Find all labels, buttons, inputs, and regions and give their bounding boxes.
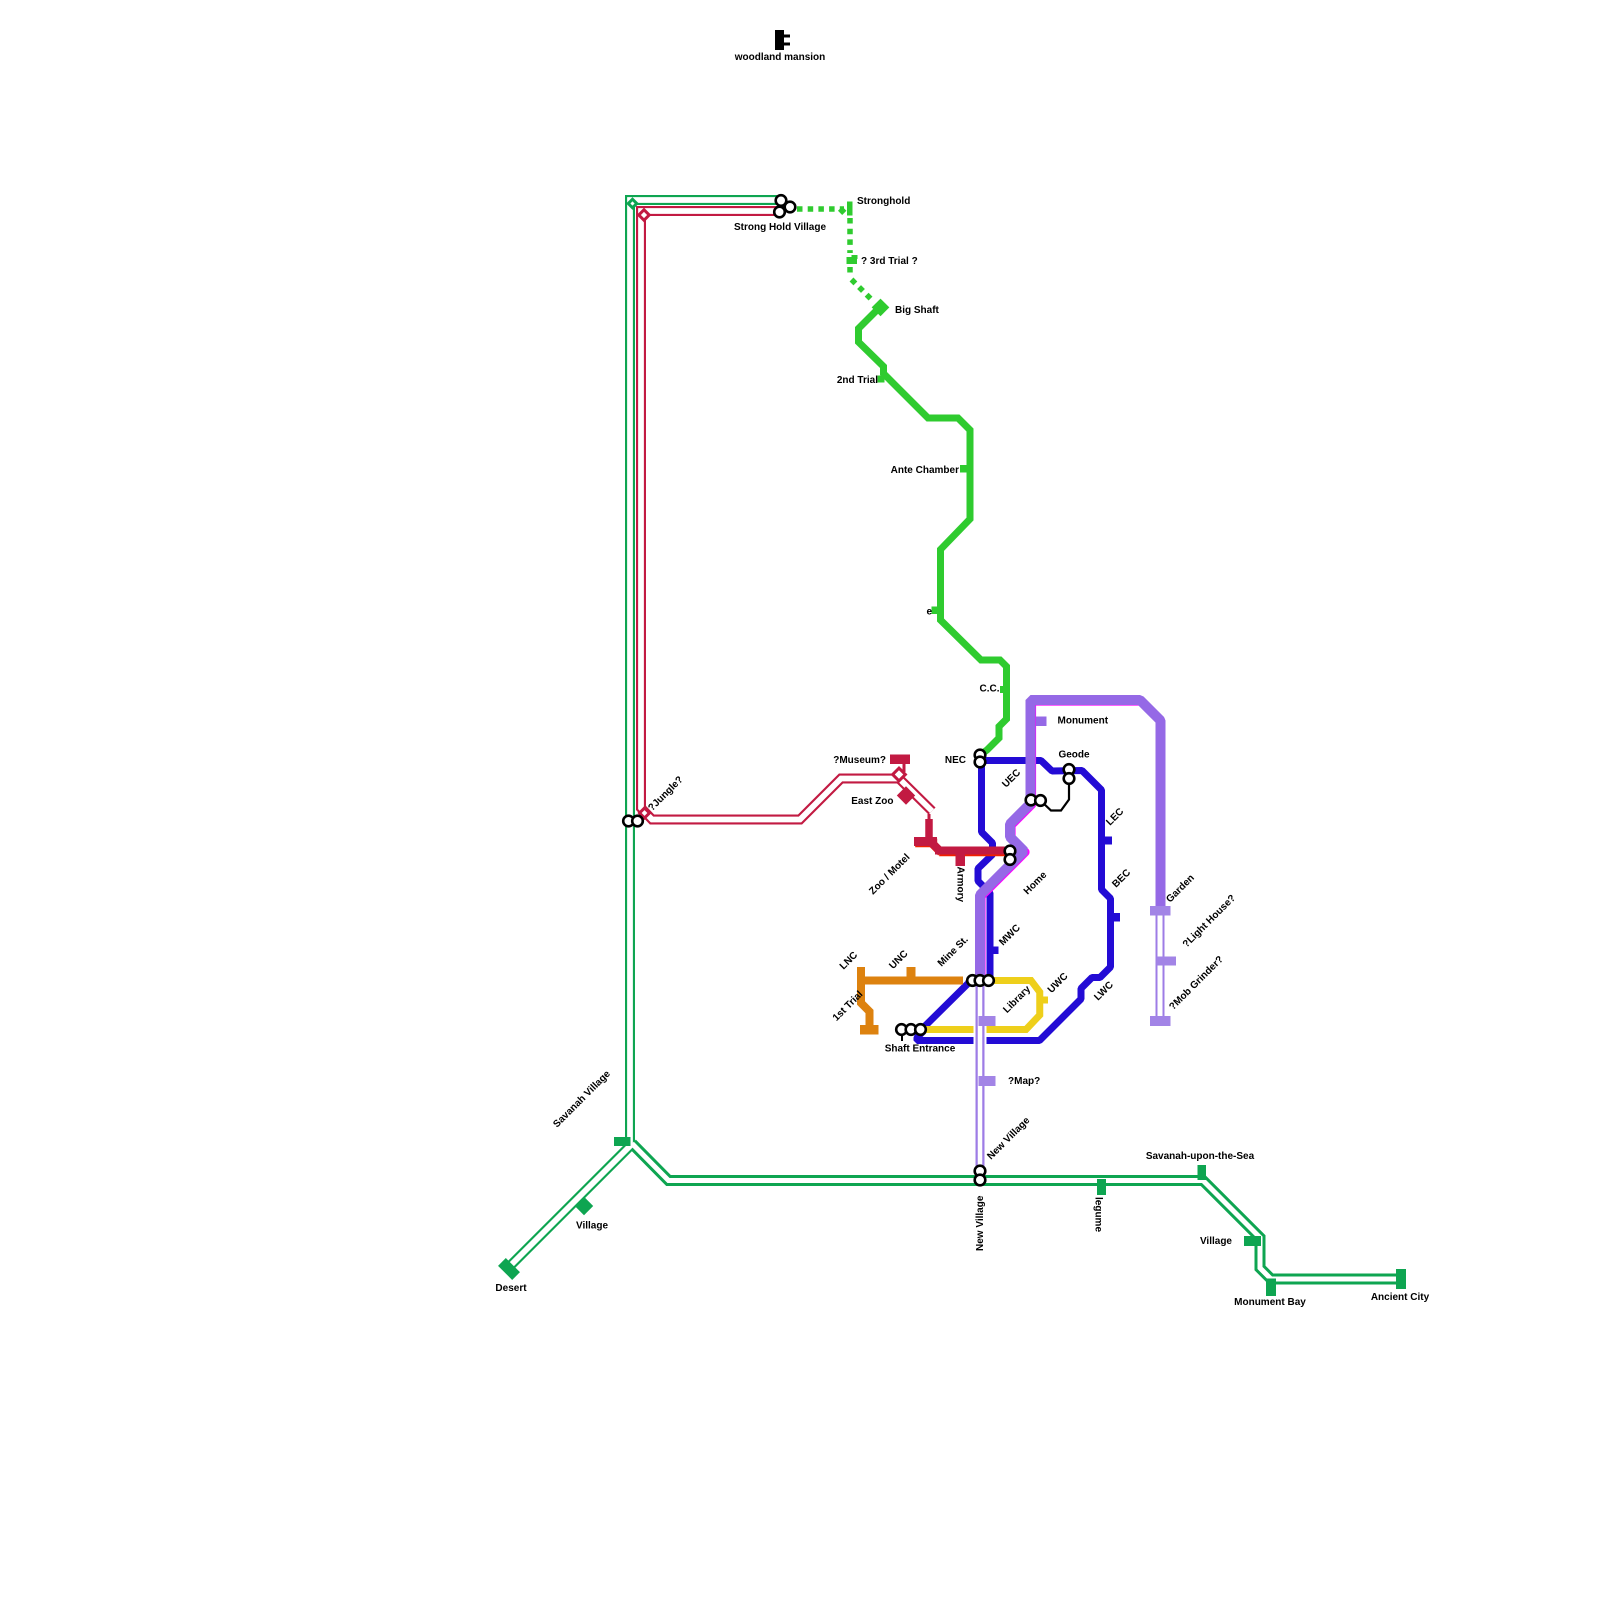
svg-text:Ante Chamber: Ante Chamber bbox=[891, 465, 959, 476]
svg-text:East Zoo: East Zoo bbox=[851, 796, 893, 807]
svg-text:Village: Village bbox=[1200, 1236, 1232, 1247]
svg-text:Big Shaft: Big Shaft bbox=[895, 305, 940, 316]
svg-text:New Village: New Village bbox=[975, 1195, 986, 1251]
svg-text:e: e bbox=[926, 607, 932, 618]
svg-text:2nd Trial: 2nd Trial bbox=[837, 375, 878, 386]
svg-text:C.C.: C.C. bbox=[980, 684, 1000, 695]
svg-text:Monument: Monument bbox=[1058, 716, 1109, 727]
svg-text:Desert: Desert bbox=[495, 1283, 527, 1294]
svg-text:Ancient City: Ancient City bbox=[1371, 1292, 1430, 1303]
svg-text:Village: Village bbox=[576, 1221, 608, 1232]
svg-text:Geode: Geode bbox=[1058, 750, 1090, 761]
svg-text:legume: legume bbox=[1093, 1197, 1104, 1232]
svg-text:?Museum?: ?Museum? bbox=[833, 755, 886, 766]
svg-text:? 3rd Trial ?: ? 3rd Trial ? bbox=[861, 256, 918, 267]
svg-text:Monument Bay: Monument Bay bbox=[1234, 1297, 1306, 1308]
svg-text:Shaft Entrance: Shaft Entrance bbox=[885, 1044, 956, 1055]
svg-text:Armory: Armory bbox=[955, 867, 966, 903]
svg-text:Savanah-upon-the-Sea: Savanah-upon-the-Sea bbox=[1146, 1151, 1255, 1162]
svg-text:NEC: NEC bbox=[945, 755, 966, 766]
svg-text:?Map?: ?Map? bbox=[1008, 1076, 1040, 1087]
svg-text:woodland mansion: woodland mansion bbox=[734, 52, 826, 63]
svg-text:Stronghold: Stronghold bbox=[857, 196, 910, 207]
svg-text:Strong Hold Village: Strong Hold Village bbox=[734, 222, 826, 233]
